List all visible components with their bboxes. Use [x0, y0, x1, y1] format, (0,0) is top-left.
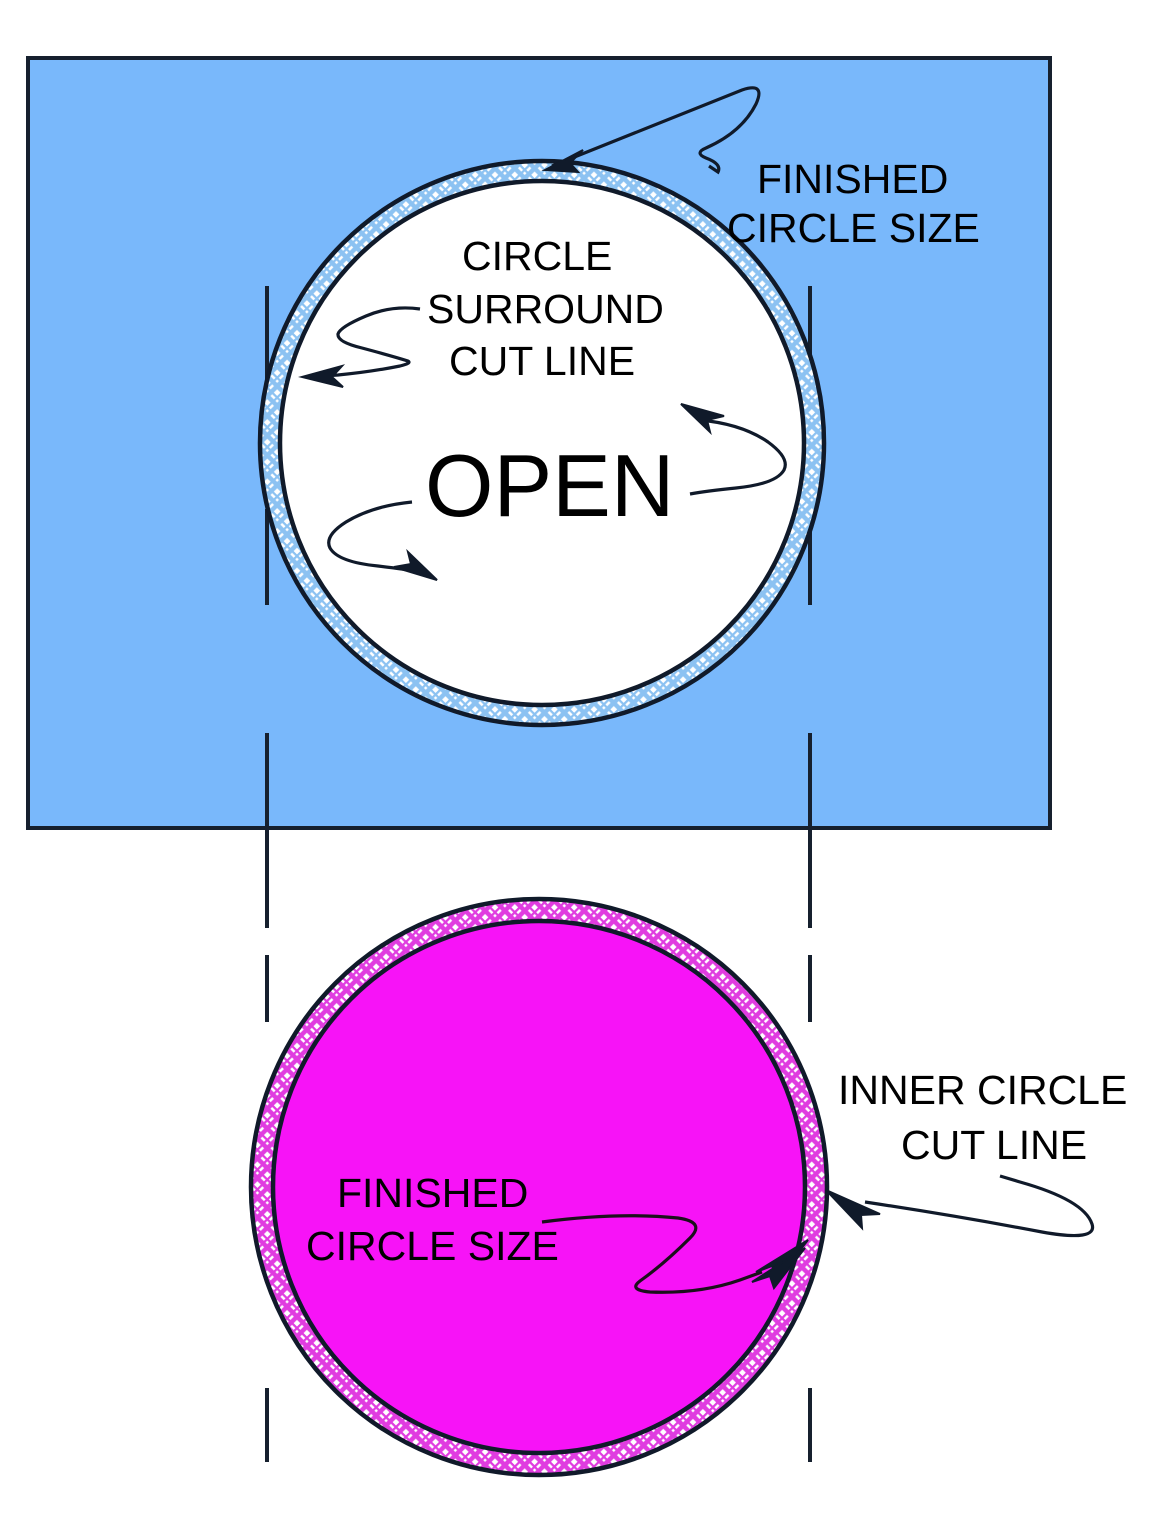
magenta-circle-inner-edge	[270, 918, 808, 1456]
leader-line-finished-top	[551, 86, 761, 175]
leader-line-open-left	[327, 500, 421, 574]
ann-circle-surround-cut-line: CIRCLE SURROUND CUT LINE	[298, 233, 664, 388]
ann-inner-circle-cut-line: INNER CIRCLE CUT LINE	[825, 1067, 1127, 1238]
arrowhead-inner-cut	[825, 1189, 881, 1231]
label-inner-cut-line2: CUT LINE	[901, 1122, 1087, 1168]
leader-line-open-right	[689, 418, 787, 496]
label-inner-cut-line1: INNER CIRCLE	[838, 1067, 1127, 1113]
label-open: OPEN	[425, 436, 674, 535]
blue-circle-interior	[280, 181, 804, 705]
ann-finished-circle-size-bottom: FINISHED CIRCLE SIZE	[306, 1170, 809, 1294]
magenta-ring-hatch	[251, 899, 827, 1475]
ann-open: OPEN	[327, 403, 787, 581]
arrowhead-finished-bottom-lower	[751, 1247, 806, 1291]
magenta-inner-circle	[248, 896, 830, 1478]
magenta-circle-interior	[273, 921, 805, 1453]
blue-circle-inner-edge	[277, 178, 807, 708]
blue-circle-outer-edge	[257, 158, 827, 728]
leader-line-finished-bottom	[541, 1214, 763, 1294]
arrowhead-open-right	[680, 403, 725, 436]
label-finished-top-line1: FINISHED	[757, 156, 948, 202]
ann-finished-circle-size-top: FINISHED CIRCLE SIZE	[541, 86, 980, 251]
label-finished-bottom-line1: FINISHED	[337, 1170, 528, 1216]
leader-line-inner-cut	[864, 1174, 1095, 1238]
arrowhead-surround	[298, 364, 346, 388]
arrowhead-open-left	[393, 548, 438, 581]
leader-line-surround	[321, 306, 421, 378]
blue-ring-hatch	[260, 161, 824, 725]
arrowhead-finished-top	[541, 149, 584, 174]
label-surround-line2: SURROUND	[427, 286, 664, 332]
label-surround-line1: CIRCLE	[462, 233, 612, 279]
magenta-circle-edge	[248, 896, 830, 1478]
label-finished-top-line2: CIRCLE SIZE	[727, 205, 980, 251]
open-circle-cutout	[257, 158, 827, 728]
label-surround-line3: CUT LINE	[449, 338, 635, 384]
fabric-rectangle-border	[26, 56, 1052, 830]
label-finished-bottom-line2: CIRCLE SIZE	[306, 1223, 559, 1269]
